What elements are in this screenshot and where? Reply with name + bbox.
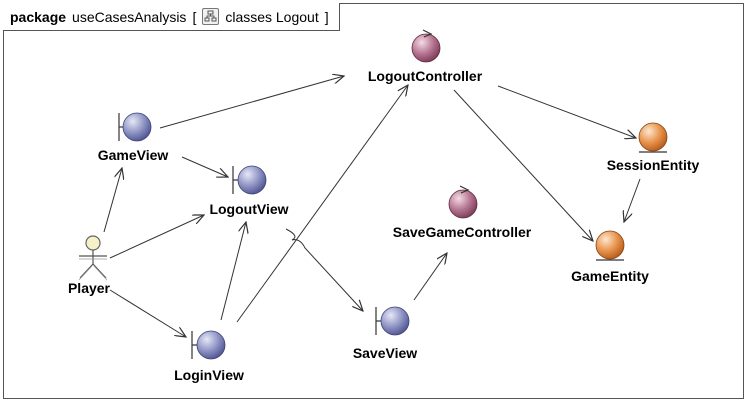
node-savegamecontroller[interactable]: SaveGameController <box>393 185 532 240</box>
connector-gameview-logoutview[interactable] <box>181 156 228 177</box>
entity-icon <box>638 122 668 153</box>
connector-player-gameview[interactable] <box>103 168 122 233</box>
diagram-frame <box>3 3 744 399</box>
boundary-icon <box>232 165 267 195</box>
connector-loginview-logoutcontroller[interactable] <box>236 85 408 323</box>
connector-gameview-logoutcontroller[interactable] <box>159 76 344 129</box>
node-label-sessionentity: SessionEntity <box>607 157 700 173</box>
connector-logoutview-saveview[interactable] <box>285 228 363 311</box>
boundary-icon <box>375 306 410 336</box>
node-gameentity[interactable]: GameEntity <box>571 230 649 284</box>
node-label-logoutview: LogoutView <box>209 201 288 217</box>
node-player[interactable]: Player <box>68 235 111 296</box>
node-label-savegamecontroller: SaveGameController <box>393 224 532 240</box>
frame-diagram-name: classes Logout <box>225 8 319 25</box>
entity-icon <box>595 230 625 261</box>
node-label-gameview: GameView <box>98 147 169 163</box>
node-label-gameentity: GameEntity <box>571 268 649 284</box>
connector-saveview-savegamecontroller[interactable] <box>413 253 447 301</box>
connectors <box>103 76 641 337</box>
node-loginview[interactable]: LoginView <box>174 330 244 383</box>
node-saveview[interactable]: SaveView <box>353 306 417 361</box>
frame-bracket-open: [ <box>192 8 197 25</box>
frame-bracket-close: ] <box>324 8 329 25</box>
frame-name: useCasesAnalysis <box>72 8 187 25</box>
node-label-loginview: LoginView <box>174 367 244 383</box>
node-label-logoutcontroller: LogoutController <box>368 68 483 84</box>
connector-loginview-logoutview[interactable] <box>220 222 246 321</box>
connector-player-logoutview[interactable] <box>109 215 204 259</box>
frame-keyword: package <box>10 8 67 25</box>
node-logoutview[interactable]: LogoutView <box>209 165 289 217</box>
class-diagram-icon <box>202 8 220 25</box>
boundary-icon <box>118 112 152 142</box>
node-logoutcontroller[interactable]: LogoutController <box>368 29 483 84</box>
connector-logoutcontroller-sessionentity[interactable] <box>497 85 636 138</box>
actor-icon <box>78 235 108 281</box>
node-gameview[interactable]: GameView <box>98 112 169 163</box>
node-label-player: Player <box>68 280 111 296</box>
connector-player-loginview[interactable] <box>109 289 186 337</box>
control-icon <box>448 185 478 219</box>
connector-logoutcontroller-gameentity[interactable] <box>453 89 593 241</box>
node-label-saveview: SaveView <box>353 345 417 361</box>
node-sessionentity[interactable]: SessionEntity <box>607 122 700 173</box>
boundary-icon <box>191 330 226 360</box>
control-icon <box>411 29 441 63</box>
connector-sessionentity-gameentity[interactable] <box>624 178 641 222</box>
frame-header: package useCasesAnalysis [ classes Logou… <box>3 3 340 31</box>
